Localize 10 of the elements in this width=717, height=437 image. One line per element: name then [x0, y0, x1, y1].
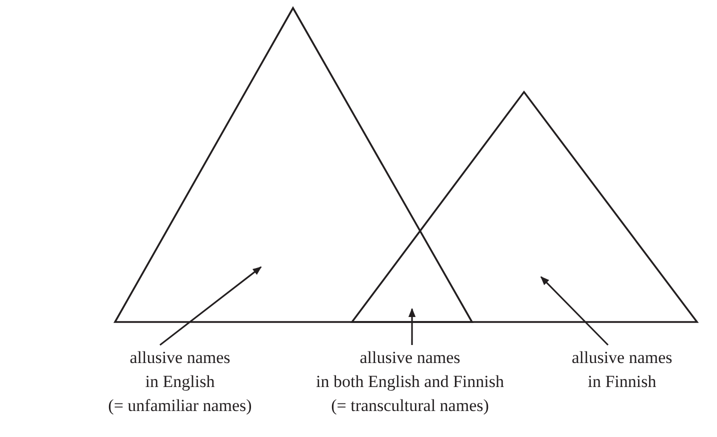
- caption-text: allusive names in Finnish: [570, 347, 674, 393]
- triangle: [115, 8, 472, 322]
- triangle: [352, 92, 697, 322]
- leader-line: [540, 276, 609, 346]
- caption-text: allusive names in both English and Finnish: [315, 347, 505, 393]
- leader-line: [408, 308, 416, 345]
- caption-text: (= unfamiliar names): [107, 395, 253, 417]
- caption-text: allusive names in English: [128, 347, 232, 393]
- caption-text: (= transcultural names): [330, 395, 490, 417]
- leader-line: [160, 266, 262, 346]
